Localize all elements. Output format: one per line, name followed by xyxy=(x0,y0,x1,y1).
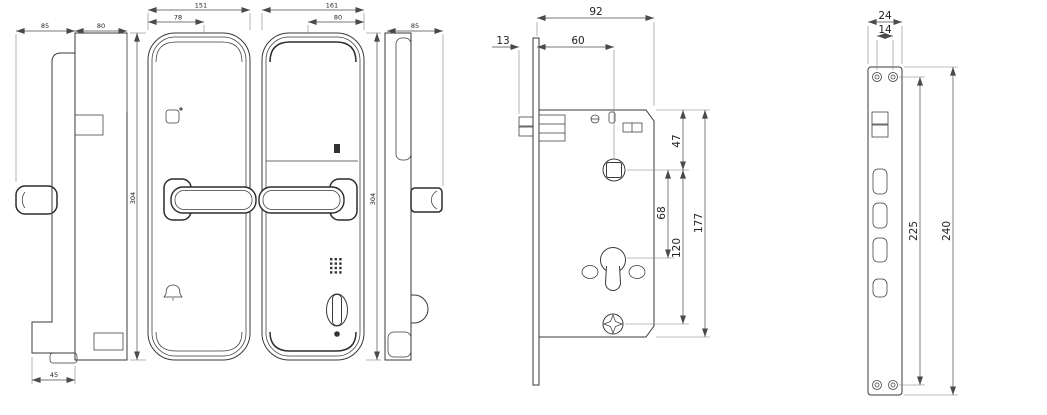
back-lever-inner-line xyxy=(262,190,341,210)
front-escutcheon-view xyxy=(147,32,257,361)
lower-tab-profile xyxy=(93,332,124,351)
mounting-foot xyxy=(49,352,78,364)
interior-upper-cover xyxy=(395,37,412,161)
handle-set-dimensions: 85 80 151 78 161 80 85 304 304 45 xyxy=(15,2,444,384)
back-bottom-panel-line xyxy=(269,331,357,352)
stop-pin xyxy=(608,111,616,124)
front-lever-inner-line xyxy=(174,190,253,210)
dim-backset: 60 xyxy=(571,35,584,47)
exterior-body-profile xyxy=(74,32,128,361)
back-top-panel-line xyxy=(269,41,357,63)
dim-interior-depth: 85 xyxy=(411,22,419,30)
dim-spindle-to-cylinder: 68 xyxy=(656,206,668,219)
interior-handle-arc xyxy=(431,190,438,210)
indicator-light-icon xyxy=(334,144,340,153)
interior-side-view xyxy=(384,32,443,361)
fixing-hole-right xyxy=(628,265,646,279)
dim-back-width: 161 xyxy=(326,2,338,10)
card-slot-profile xyxy=(74,114,104,136)
dim-base-width: 45 xyxy=(50,371,58,379)
front-top-panel-line xyxy=(155,41,243,63)
deadbolt-cutout xyxy=(871,111,889,138)
dead-latch-switch xyxy=(622,122,643,133)
dim-spindle-to-screw: 120 xyxy=(671,238,683,258)
dim-mortise-width: 92 xyxy=(589,6,602,18)
dim-body-height: 177 xyxy=(693,213,705,233)
faceplate-slots xyxy=(872,168,888,298)
thumbturn-profile xyxy=(411,294,429,324)
bottom-screw-hole xyxy=(602,313,624,335)
dim-front-width: 151 xyxy=(195,2,207,10)
dim-faceplate-height: 240 xyxy=(941,221,953,241)
interior-battery-cover xyxy=(387,331,412,358)
euro-cylinder-hole xyxy=(600,247,626,291)
screw-hole xyxy=(590,114,600,124)
speaker-grille-icon xyxy=(330,258,342,274)
strike-faceplate-dimensions: 24 14 225 240 xyxy=(867,10,958,396)
spindle-hole xyxy=(602,158,626,182)
dim-faceplate-offset: 13 xyxy=(496,35,509,47)
dim-exterior-body-depth: 80 xyxy=(97,22,105,30)
mortise-body-outline xyxy=(539,109,655,338)
thumbturn-knob xyxy=(326,293,348,337)
exterior-handle-profile xyxy=(15,185,58,215)
fixing-hole-left xyxy=(581,265,599,279)
front-bottom-panel-line xyxy=(155,331,243,352)
faceplate-outline xyxy=(867,66,903,396)
handle-profile-detail xyxy=(21,191,26,209)
exterior-housing-profile xyxy=(31,52,75,354)
doorbell-icon xyxy=(163,284,183,301)
dim-hole-spacing: 14 xyxy=(878,24,892,36)
dim-back-width-to-axis: 80 xyxy=(334,14,342,22)
interior-body-profile xyxy=(384,32,412,361)
dim-faceplate-width: 24 xyxy=(878,10,892,22)
strike-faceplate-view xyxy=(867,66,903,396)
mortise-body-dimensions: 92 60 13 47 68 120 177 xyxy=(492,6,710,338)
card-tap-icon xyxy=(165,107,183,124)
dim-back-height: 304 xyxy=(369,193,377,205)
latch-bolt xyxy=(518,114,566,142)
dim-exterior-depth: 85 xyxy=(41,22,49,30)
back-escutcheon-view xyxy=(258,32,365,361)
exterior-side-view xyxy=(15,32,128,364)
front-lever-handle xyxy=(170,186,257,214)
dim-screw-span: 225 xyxy=(908,221,920,241)
dim-top-to-spindle: 47 xyxy=(671,134,683,147)
dim-front-width-to-axis: 78 xyxy=(174,14,182,22)
faceplate-screw-holes xyxy=(872,72,898,390)
mortise-faceplate-edge xyxy=(532,37,540,386)
interior-handle-profile xyxy=(410,187,443,213)
back-lever-handle xyxy=(258,186,345,214)
mortise-lock-body-view xyxy=(518,37,655,386)
dim-front-height: 304 xyxy=(129,192,137,204)
